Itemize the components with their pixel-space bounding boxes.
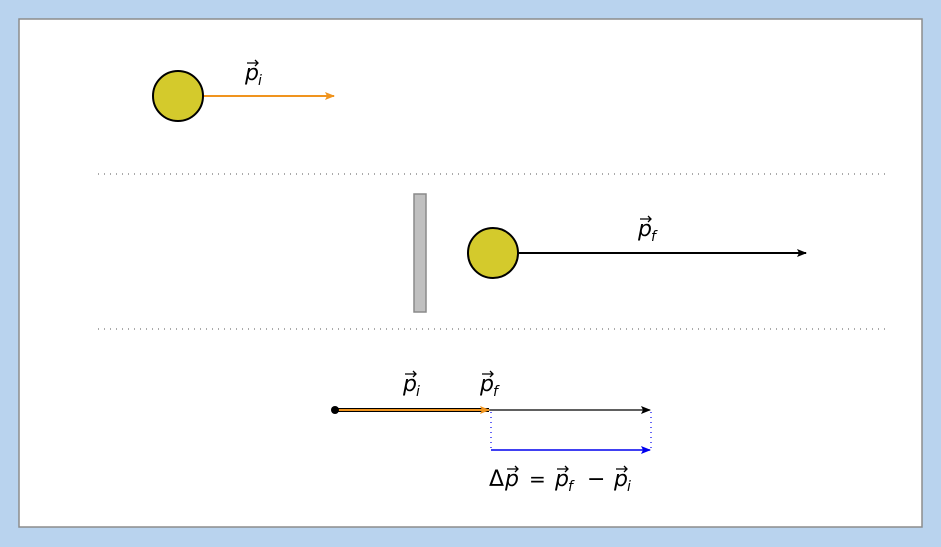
eq-pf-base: p xyxy=(554,467,569,492)
eq-pi-base: p xyxy=(613,467,628,492)
label-p-sub: i xyxy=(258,73,262,89)
ball-initial xyxy=(152,70,204,122)
label-p-sub: f xyxy=(651,229,658,245)
origin-dot xyxy=(331,406,339,414)
final-momentum-label: p f xyxy=(637,215,658,245)
vector-arrow-icon xyxy=(640,215,652,223)
vector-arrow-icon xyxy=(507,465,519,473)
initial-momentum-label: p i xyxy=(244,59,262,89)
eq-pi-sub: i xyxy=(627,479,631,495)
wall xyxy=(413,193,427,313)
eq-delta: Δ xyxy=(489,467,504,492)
delta-p-equation: Δ p = p f − p i xyxy=(489,465,631,495)
vector-arrow-icon xyxy=(405,370,417,378)
pi-label: p i xyxy=(402,370,420,400)
scene-initial: p i xyxy=(152,59,335,122)
vector-arrow-icon xyxy=(557,465,569,473)
label-p-base: p xyxy=(637,217,652,242)
eq-pf-sub: f xyxy=(568,479,575,495)
label-p-base: p xyxy=(402,372,417,397)
scene-vector-difference: p i p f Δ p = p f − p i xyxy=(331,370,652,495)
label-p-sub: f xyxy=(493,384,500,400)
vector-arrow-icon xyxy=(482,370,494,378)
pf-label: p f xyxy=(479,370,500,400)
eq-equals: = xyxy=(529,467,546,491)
eq-minus: − xyxy=(587,467,605,492)
ball-final xyxy=(467,227,519,279)
label-p-base: p xyxy=(479,372,494,397)
eq-p: p xyxy=(504,467,519,492)
label-p-sub: i xyxy=(416,384,420,400)
label-p-base: p xyxy=(244,61,259,86)
scene-final: p f xyxy=(413,193,807,313)
vector-arrow-icon xyxy=(247,59,259,67)
vector-arrow-icon xyxy=(616,465,628,473)
